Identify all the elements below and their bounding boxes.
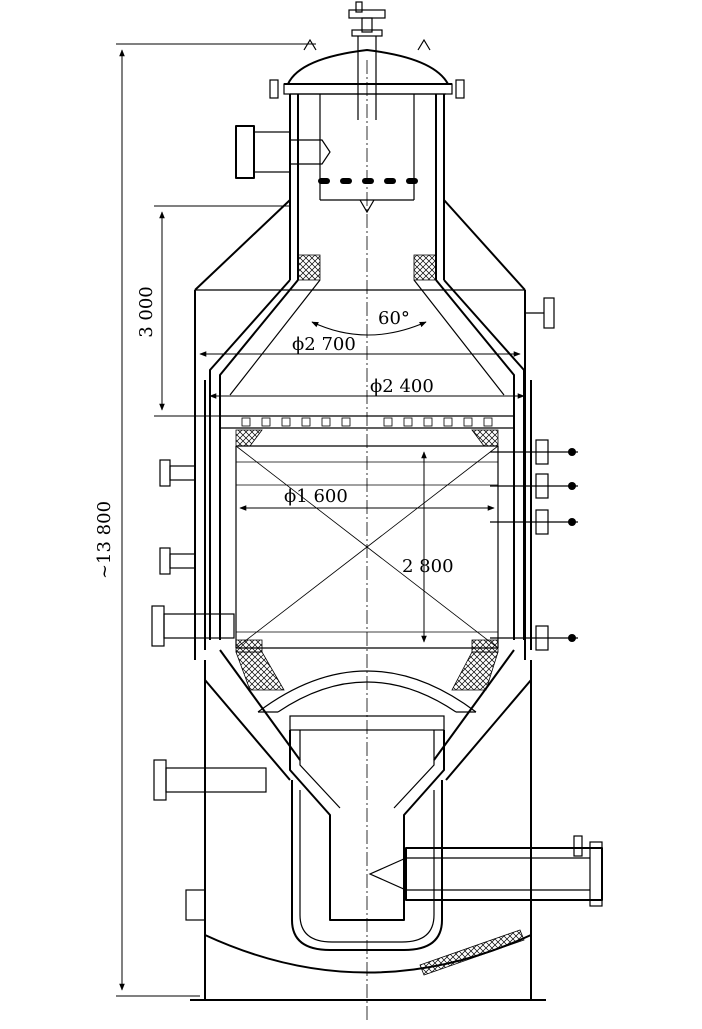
thermocouple-4 xyxy=(490,625,578,651)
grid-slots xyxy=(241,417,493,427)
inner-diameter-label: ϕ2 400 xyxy=(370,376,434,397)
outer-diameter-dimension: ϕ2 700 xyxy=(199,334,521,357)
left-nozzle-3 xyxy=(151,605,235,647)
thermocouple-2 xyxy=(490,473,578,499)
bottom-left-nozzle xyxy=(185,889,206,921)
bed-height-label: 2 800 xyxy=(402,556,454,577)
lower-chamber xyxy=(204,649,532,921)
upper-inner-cylinder xyxy=(289,94,445,281)
overall-height-dimension: ~13 800 xyxy=(94,43,316,997)
overall-height-label: ~13 800 xyxy=(94,501,115,579)
upper-height-dimension: 3 000 xyxy=(136,205,290,417)
lower-right-burner-nozzle xyxy=(368,835,603,907)
cone-angle-label: 60° xyxy=(378,308,410,329)
thermocouple-3 xyxy=(490,509,578,535)
bed-diameter-label: ϕ1 600 xyxy=(284,486,348,507)
left-nozzle-2 xyxy=(159,547,196,575)
upper-right-nozzle xyxy=(543,297,555,329)
thermocouple-1 xyxy=(490,439,578,465)
top-head xyxy=(269,38,465,99)
catalyst-bed xyxy=(235,445,499,653)
bottom-shell xyxy=(190,680,546,1001)
outer-shell xyxy=(194,199,532,660)
inner-diameter-dimension: ϕ2 400 xyxy=(209,376,525,399)
outer-diameter-label: ϕ2 700 xyxy=(292,334,356,355)
lower-left-nozzle xyxy=(153,759,267,801)
cone-angle-dimension: 60° xyxy=(311,308,427,336)
upper-left-nozzle xyxy=(235,125,331,179)
bed-diameter-dimension: ϕ1 600 xyxy=(239,486,495,511)
left-nozzle-1 xyxy=(159,459,196,487)
top-nozzle xyxy=(348,1,386,120)
upper-height-label: 3 000 xyxy=(136,286,157,338)
bed-height-dimension: 2 800 xyxy=(402,451,454,643)
top-grid-plate xyxy=(220,415,514,447)
left-shell-nozzles xyxy=(151,459,235,647)
perforation-row xyxy=(318,178,418,184)
right-thermocouples xyxy=(490,297,578,651)
